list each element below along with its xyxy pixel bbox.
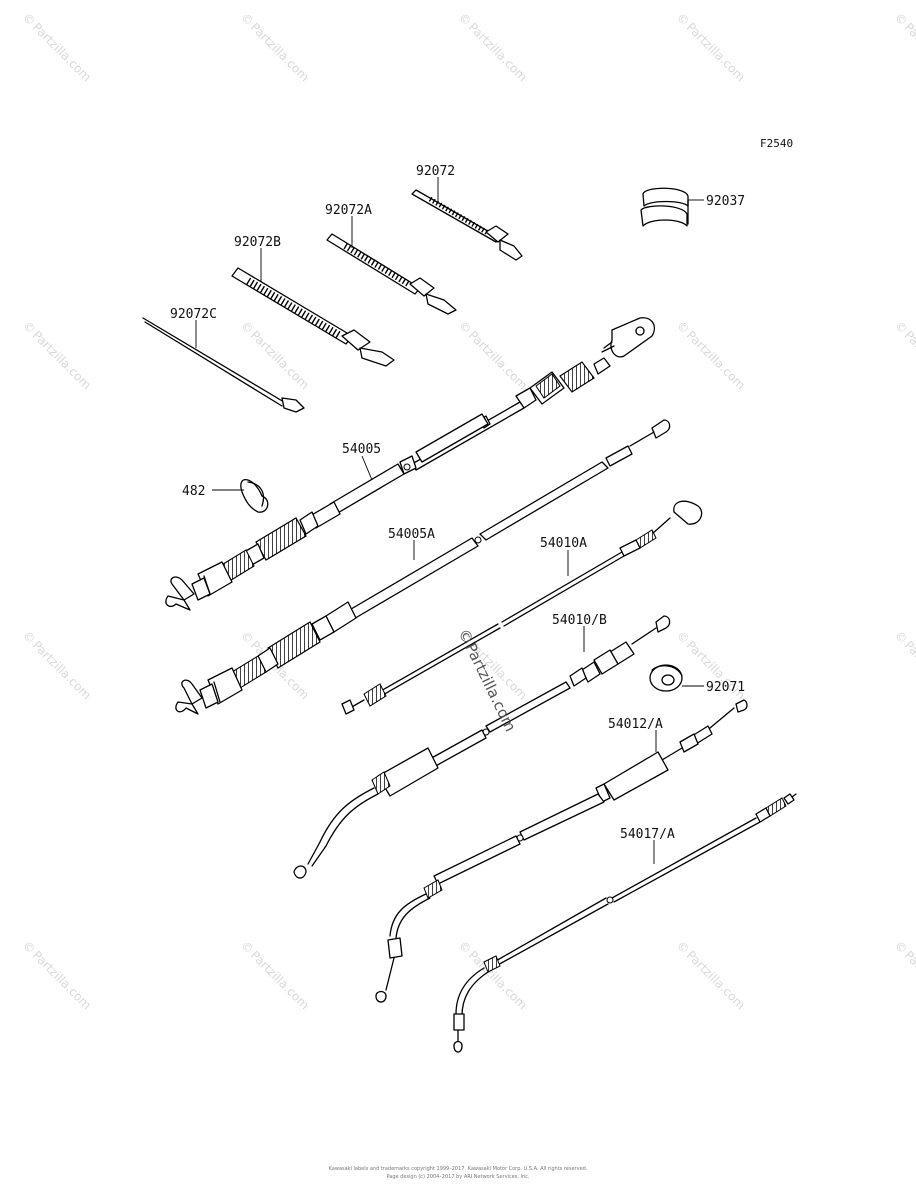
watermark-text: Partzilla.com [684, 948, 748, 1012]
part-label-54012a[interactable]: 54012/A [608, 717, 663, 732]
watermark-tile: ©Partzilla.com [674, 10, 748, 84]
watermark-text: Partzilla.com [30, 20, 94, 84]
part-label-54010b[interactable]: 54010/B [552, 613, 607, 628]
watermark-tile: ©Partzilla.com [456, 938, 530, 1012]
cable-54005 [165, 317, 655, 611]
part-label-92072[interactable]: 92072 [416, 164, 455, 179]
watermark-tile: ©Partzilla.com [238, 938, 312, 1012]
part-label-92037[interactable]: 92037 [706, 194, 745, 209]
watermark-text: Partzilla.com [902, 328, 916, 392]
part-labels: 92072 92072A 92072B 92072C 92037 54005 482 5400… [170, 164, 745, 842]
watermark-text: Partzilla.com [248, 328, 312, 392]
watermark-tile: ©Partzilla.com [674, 318, 748, 392]
watermark-text: Partzilla.com [248, 948, 312, 1012]
watermark-tile: ©Partzilla.com [20, 10, 94, 84]
cable-54017a [453, 793, 797, 1053]
watermark-text: Partzilla.com [248, 20, 312, 84]
watermark-tile: ©Partzilla.com [456, 318, 530, 392]
watermark-text: Partzilla.com [30, 328, 94, 392]
part-label-54005a[interactable]: 54005A [388, 527, 435, 542]
watermark-tile: ©Partzilla.com [20, 318, 94, 392]
cable-54010a [341, 500, 703, 715]
watermark-tile: ©Partzilla.com [892, 628, 916, 702]
part-label-92072c[interactable]: 92072C [170, 307, 217, 322]
watermark-tile: ©Partzilla.com [20, 628, 94, 702]
cable-tie-92072 [411, 189, 523, 261]
watermark-text: Partzilla.com [30, 638, 94, 702]
part-label-92072a[interactable]: 92072A [325, 203, 372, 218]
watermark-text: Partzilla.com [902, 638, 916, 702]
watermark-text: Partzilla.com [684, 20, 748, 84]
part-label-54005[interactable]: 54005 [342, 442, 381, 457]
watermark-text: Partzilla.com [902, 948, 916, 1012]
watermark-text: Partzilla.com [30, 948, 94, 1012]
part-label-92071[interactable]: 92071 [706, 680, 745, 695]
cable-tie-92072c [142, 317, 305, 413]
watermark-text: Partzilla.com [466, 20, 530, 84]
watermark-tile: ©Partzilla.com [20, 938, 94, 1012]
part-label-54010a[interactable]: 54010A [540, 536, 587, 551]
watermark-text: Partzilla.com [466, 948, 530, 1012]
watermark-tile: ©Partzilla.com [456, 10, 530, 84]
clip-482 [240, 479, 269, 513]
part-label-54017a[interactable]: 54017/A [620, 827, 675, 842]
copyright-line-2: Page design (c) 2004–2017 by ARI Network… [386, 1174, 529, 1180]
grommet-92071 [649, 664, 683, 692]
part-label-92072b[interactable]: 92072B [234, 235, 281, 250]
copyright-line-1: Kawasaki labels and trademarks copyright… [329, 1166, 588, 1172]
watermark-tile: ©Partzilla.com [892, 938, 916, 1012]
watermark-text: Partzilla.com [902, 20, 916, 84]
cable-54010b [293, 615, 671, 879]
watermark-tile: ©Partzilla.com [892, 10, 916, 84]
watermark-text: Partzilla.com [684, 328, 748, 392]
center-watermark-symbol: © [454, 626, 477, 647]
part-label-482[interactable]: 482 [182, 484, 205, 499]
watermark-tile: ©Partzilla.com [892, 318, 916, 392]
cable-54012a [375, 699, 748, 1003]
cable-tie-92072b [231, 267, 395, 367]
cable-tie-92072a [326, 233, 457, 315]
clamp-92037 [640, 187, 689, 227]
watermark-tile: ©Partzilla.com [674, 938, 748, 1012]
watermark-text: Partzilla.com [466, 328, 530, 392]
cable-54005a [175, 419, 671, 715]
watermark-tile: ©Partzilla.com [238, 10, 312, 84]
figure-code: F2540 [760, 137, 793, 150]
